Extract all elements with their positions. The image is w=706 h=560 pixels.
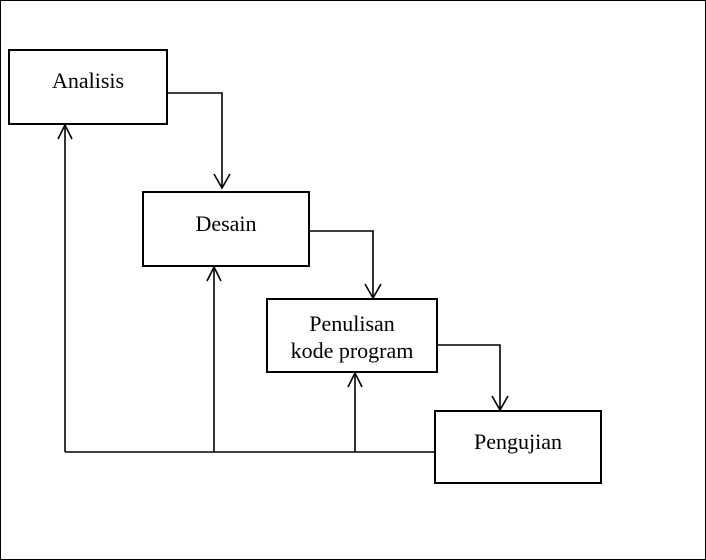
feedback-arrowhead-analisis [57,123,73,140]
arrow-desain-to-penulisan [310,230,374,297]
stage-analisis: Analisis [8,49,168,125]
stage-pengujian-label: Pengujian [474,429,562,454]
stage-penulisan-label: Penulisan kode program [290,311,414,363]
arrow-penulisan-to-pengujian [438,344,501,409]
stage-pengujian: Pengujian [434,410,602,484]
stage-desain-label: Desain [195,211,257,236]
feedback-arrowhead-desain [206,265,222,282]
stage-penulisan: Penulisan kode program [266,298,438,373]
arrow-analisis-to-desain [167,92,223,187]
stage-desain: Desain [142,191,310,267]
feedback-arrowhead-penulisan [347,371,363,388]
arrowhead-desain [213,173,231,190]
stage-analisis-label: Analisis [51,68,125,93]
